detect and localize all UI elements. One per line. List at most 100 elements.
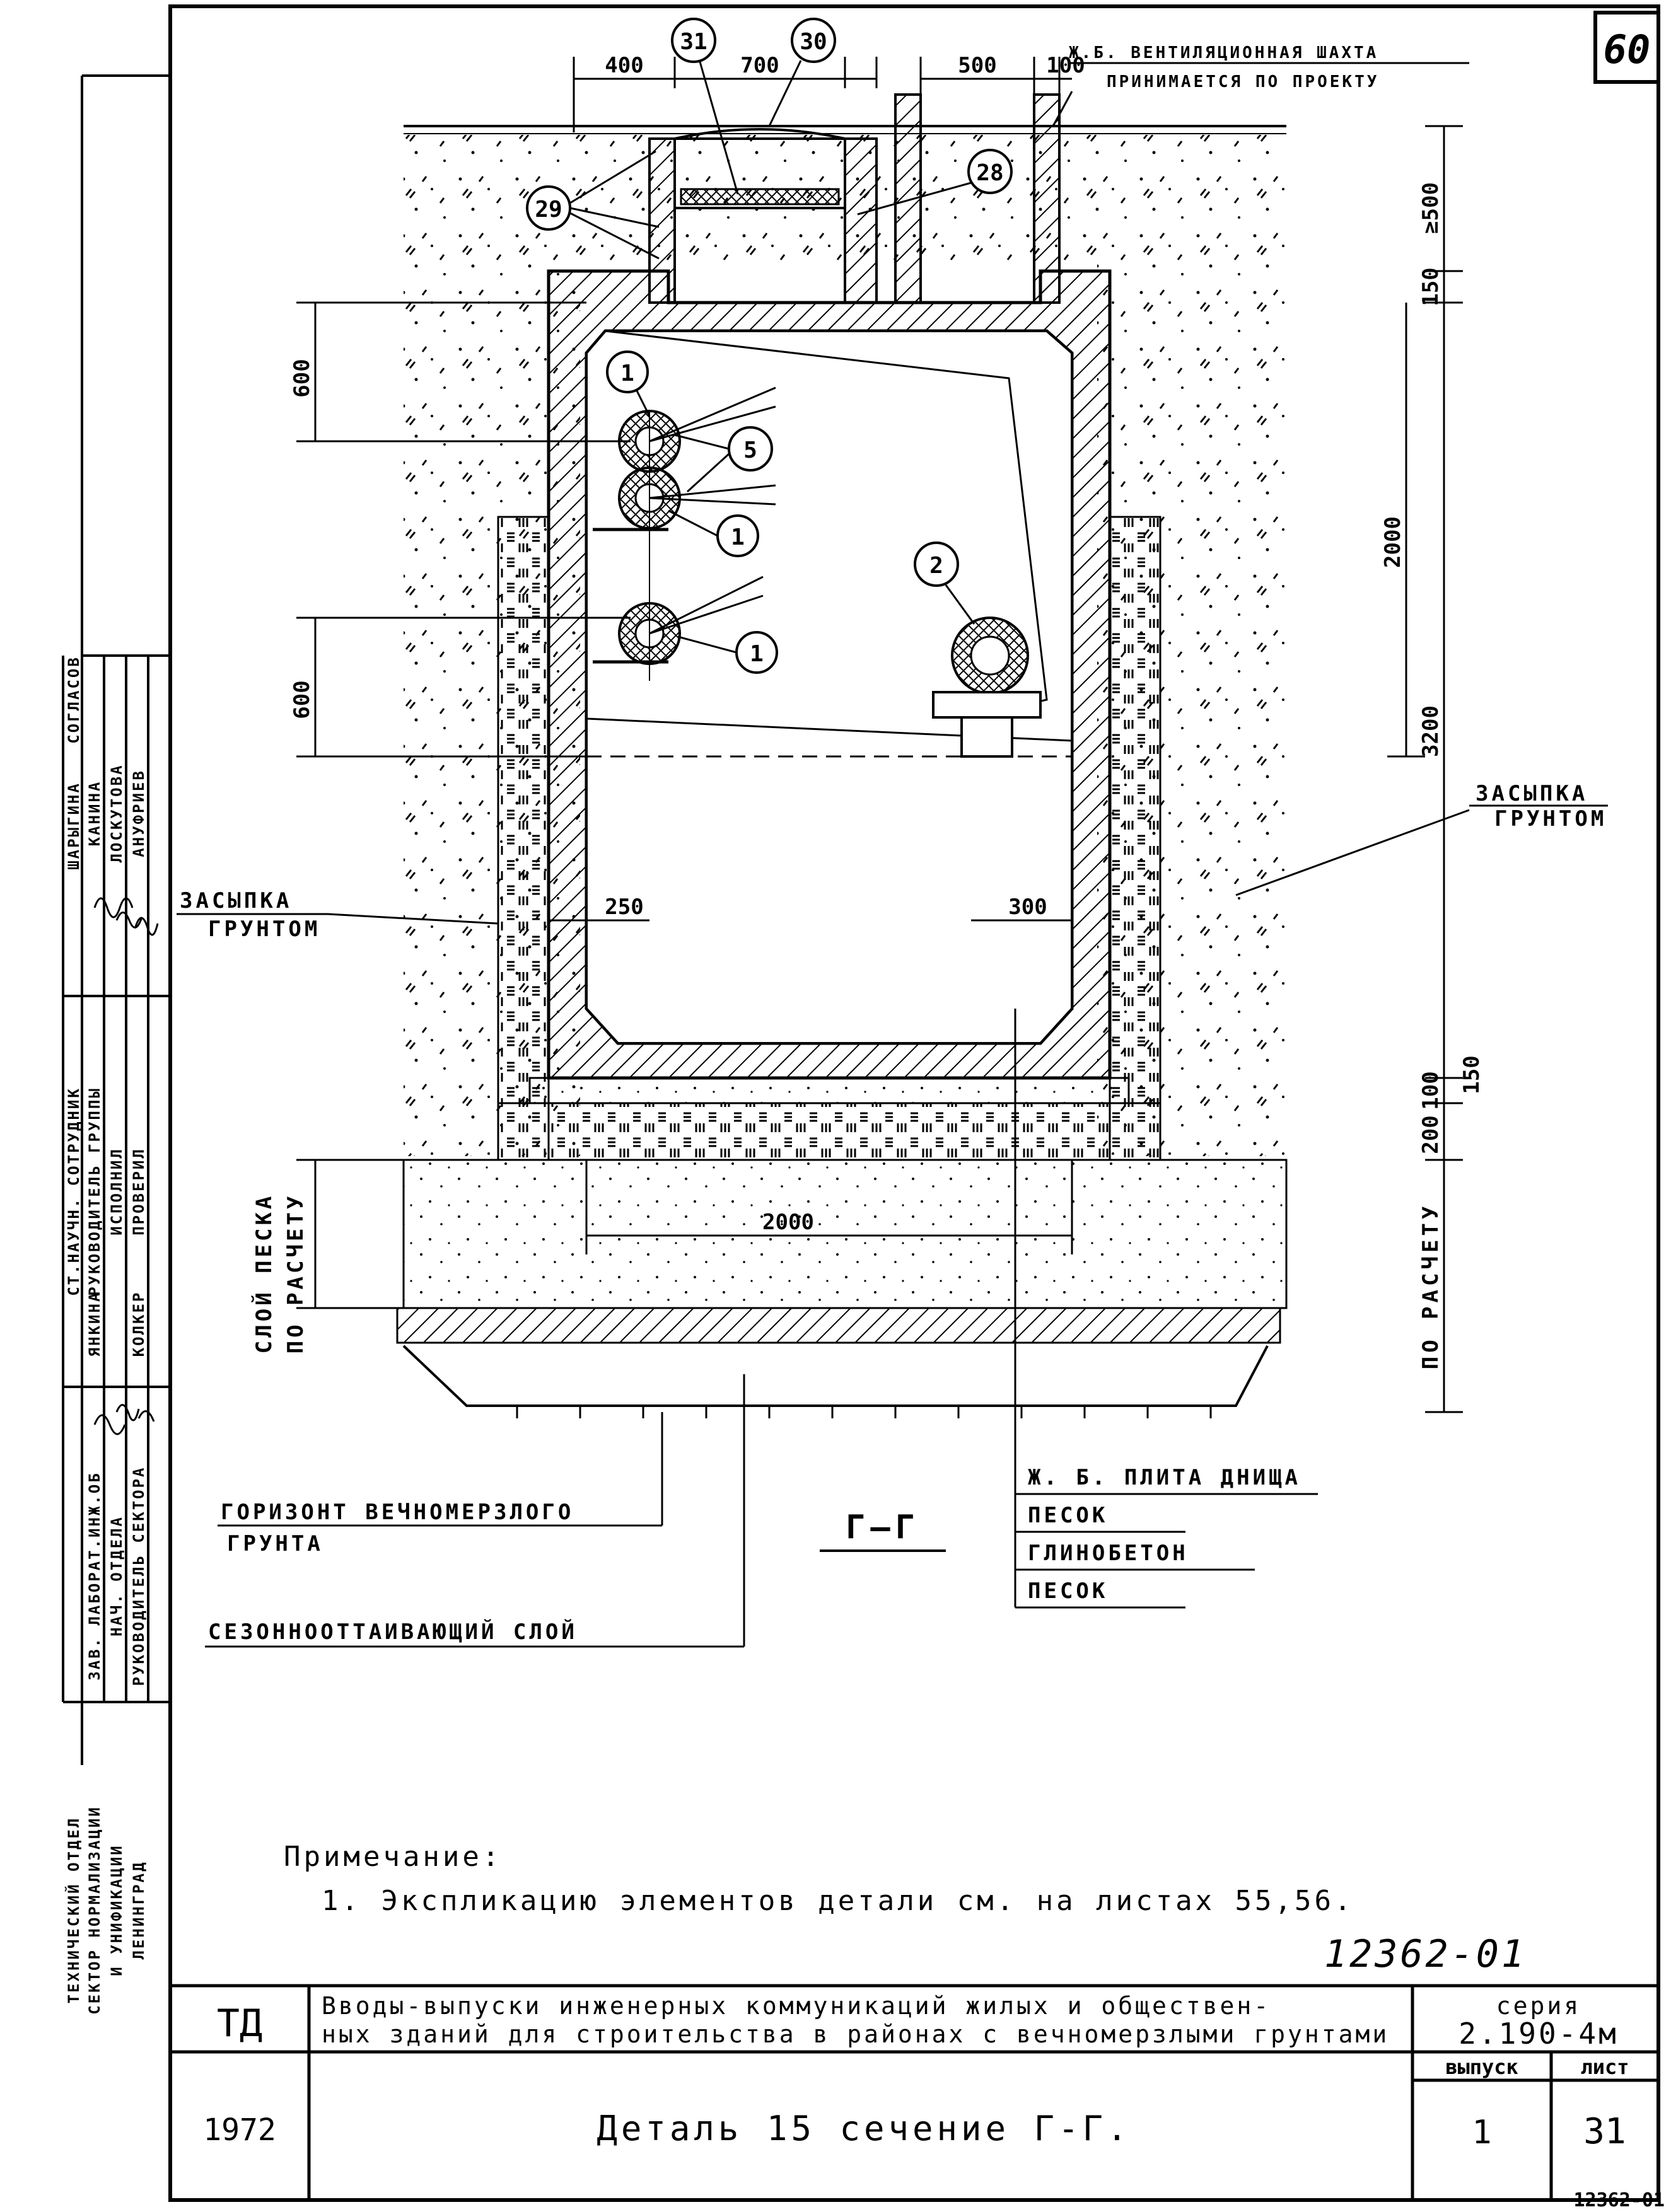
sand-layer-dim <box>296 1159 404 1309</box>
series-value: 2.190-4м <box>1458 2017 1619 2051</box>
hatch-neck-right <box>844 137 878 304</box>
backfill-right-leader <box>1235 809 1470 896</box>
dim-400: 400 <box>605 53 643 78</box>
callout-1-top: 1 <box>606 350 651 417</box>
stamp-name-2: КАНИНА <box>86 780 103 847</box>
chamber-interior <box>585 330 1073 1045</box>
title-block-line-2: ных зданий для строительства в районах с… <box>322 2020 1389 2048</box>
svg-text:1: 1 <box>750 641 764 667</box>
layer-slab-label: Ж. Б. ПЛИТА ДНИЩА <box>1028 1465 1301 1490</box>
svg-text:28: 28 <box>976 160 1003 186</box>
note-title: Примечание: <box>284 1841 502 1873</box>
hatch-frame <box>673 137 846 209</box>
dim-ge500: ≥500 <box>1418 182 1443 234</box>
doc-number: 12362-01 <box>1324 1932 1527 1976</box>
callout-1-mid: 1 <box>668 509 759 557</box>
hatch-cover <box>680 188 840 206</box>
svg-text:31: 31 <box>680 29 707 55</box>
vent-shaft-label-1: Ж.Б. ВЕНТИЛЯЦИОННАЯ ШАХТА <box>1069 43 1378 62</box>
layer-stack-leaders <box>1014 1368 1318 1609</box>
backfill-left-label-1: ЗАСЫПКА <box>180 888 292 913</box>
vent-shaft-label-2: ПРИНИМАЕТСЯ ПО ПРОЕКТУ <box>1107 72 1379 91</box>
backfill-right-label-2: ГРУНТОМ <box>1494 806 1607 831</box>
series-label: серия <box>1496 1992 1581 2020</box>
sand-bed <box>402 1159 1288 1309</box>
pipe-support-brackets <box>593 528 668 664</box>
insulation-left <box>497 516 550 1161</box>
sand-layer-label-1: СЛОЙ ПЕСКА <box>251 1193 277 1354</box>
stamp-role-3: ИСПОЛНИЛ <box>108 1147 125 1236</box>
seasonal-layer-label: СЕЗОННООТТАИВАЮЩИЙ СЛОЙ <box>208 1619 578 1645</box>
vent-shaft-leader <box>1052 91 1073 127</box>
title-block-line-1: Вводы-выпуски инженерных коммуникаций жи… <box>322 1992 1271 2020</box>
callout-5: 5 <box>674 426 773 493</box>
glinobeton-band <box>396 1307 1281 1344</box>
issue-label: выпуск <box>1445 2055 1518 2079</box>
svg-text:1: 1 <box>731 524 745 550</box>
callout-28: 28 <box>857 149 1013 216</box>
title-block-lines <box>170 1984 1658 2200</box>
backfill-right-label-1: ЗАСЫПКА <box>1476 781 1588 806</box>
callout-1-low: 1 <box>677 631 778 674</box>
layer-clay-label: ГЛИНОБЕТОН <box>1028 1541 1189 1566</box>
dim-100: 100 <box>1046 53 1085 78</box>
sheet-label: лист <box>1580 2055 1629 2079</box>
section-title: Г—Г <box>846 1508 920 1546</box>
svg-text:5: 5 <box>743 437 757 463</box>
stamp-name-1: ШАРЫГИНА <box>65 782 83 870</box>
dim-600-b: 600 <box>289 680 315 719</box>
stamp-org-4: ЛЕНИНГРАД <box>130 1860 148 1959</box>
insulation-bottom <box>497 1102 1162 1161</box>
dim-150-bot: 150 <box>1459 1055 1484 1094</box>
stamp-role-4: ПРОВЕРИЛ <box>130 1147 148 1236</box>
pipe-hangers <box>649 386 776 635</box>
hatch-lid <box>674 128 846 140</box>
vent-shaft-right-wall <box>1033 93 1061 304</box>
dim-2000-h: 2000 <box>762 1210 814 1235</box>
callout-29: 29 <box>526 150 660 260</box>
dim-3200: 3200 <box>1418 705 1443 757</box>
side-stamp-frame <box>62 74 170 1765</box>
top-dimension-lines <box>573 57 1072 132</box>
svg-text:2: 2 <box>929 553 943 579</box>
stamp-head-role-3: РУКОВОДИТЕЛЬ СЕКТОРА <box>130 1466 148 1686</box>
pipe-right <box>932 617 1042 758</box>
dim-600-a: 600 <box>289 359 315 397</box>
dim-2000-v: 2000 <box>1380 516 1406 568</box>
dim-250: 250 <box>605 895 643 920</box>
issue-value: 1 <box>1472 2114 1491 2151</box>
svg-text:30: 30 <box>800 29 827 55</box>
stamp-approval: СОГЛАСОВ <box>65 656 83 744</box>
insulation-right <box>1109 516 1162 1161</box>
callout-2: 2 <box>914 541 975 625</box>
permafrost-ticks <box>516 1406 1212 1418</box>
permafrost-label-1: ГОРИЗОНТ ВЕЧНОМЕРЗЛОГО <box>221 1500 574 1525</box>
dim-150-top: 150 <box>1418 267 1443 306</box>
layer-sand2-label: ПЕСОК <box>1028 1578 1108 1604</box>
dim-500-top: 500 <box>958 53 996 78</box>
title-block-year: 1972 <box>203 2112 276 2148</box>
stamp-org-2: СЕКТОР НОРМАЛИЗАЦИИ <box>86 1805 103 2015</box>
dim-po-raschetu: ПО РАСЧЕТУ <box>1418 1203 1443 1370</box>
dim-200: 200 <box>1418 1115 1443 1154</box>
stamp-head-1: ЯНКИНА <box>86 1291 103 1357</box>
sheet-number: 60 <box>1604 26 1651 72</box>
permafrost-horizon <box>402 1345 1269 1407</box>
callout-31: 31 <box>671 18 739 195</box>
stamp-name-3: ЛОСКУТОВА <box>108 763 125 862</box>
left-dimension-lines <box>296 301 631 758</box>
sand-layer-label-2: ПО РАСЧЕТУ <box>283 1193 308 1354</box>
dim-100-bot: 100 <box>1418 1071 1443 1109</box>
backfill-left-leader <box>327 913 499 925</box>
stamp-org-1: ТЕХНИЧЕСКИЙ ОТДЕЛ <box>64 1817 83 2004</box>
sheet-value: 31 <box>1583 2111 1626 2152</box>
layer-sand1-label: ПЕСОК <box>1028 1503 1108 1528</box>
stamp-role-1: СТ.НАУЧН. СОТРУДНИК <box>65 1087 83 1296</box>
doc-number-corner: 12362-01 <box>1574 2189 1665 2211</box>
permafrost-label-2: ГРУНТА <box>227 1531 323 1556</box>
signature-scribbles <box>93 897 159 1435</box>
stamp-name-4: АНУФРИЕВ <box>130 769 148 857</box>
stamp-head-role-1: ЗАВ. ЛАБОРАТ.ИНЖ.ОБ <box>86 1471 103 1681</box>
stamp-org-3: И УНИФИКАЦИИ <box>108 1844 125 1976</box>
